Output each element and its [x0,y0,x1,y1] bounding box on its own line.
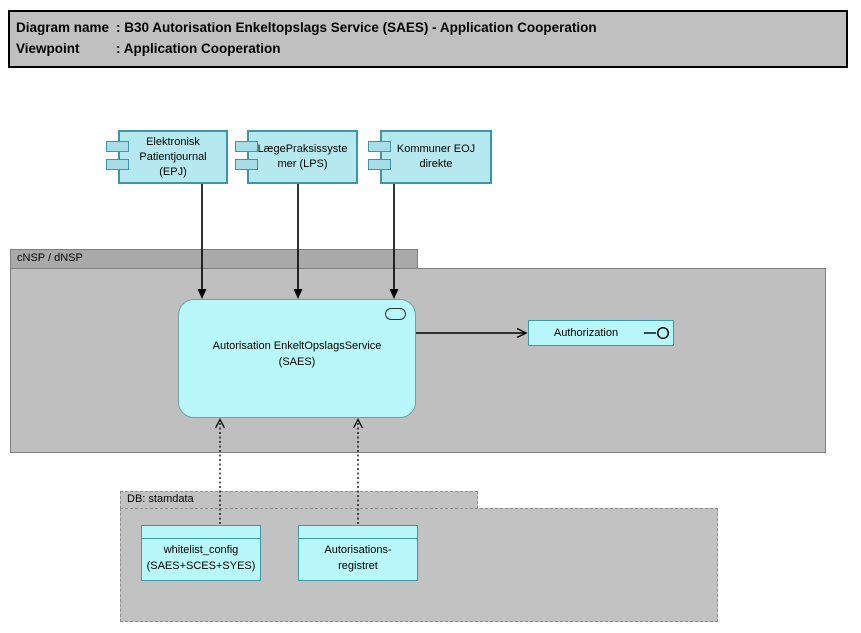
group-cnsp-dnsp-body [10,268,826,453]
interface-lollipop-icon [644,326,670,340]
data-object-whitelist-config: whitelist_config (SAES+SCES+SYES) [141,525,261,581]
app-component-lps-label: LægePraksissyste mer (LPS) [257,143,348,170]
service-icon [385,308,406,320]
viewpoint-label: Viewpoint [16,41,80,56]
component-icon [235,141,258,152]
interface-authorization: Authorization [528,320,674,346]
data-object-header [142,526,260,539]
data-object-header [299,526,417,539]
title-label: Diagram name [16,20,110,35]
title-block: Diagram name : B30 Autorisation Enkeltops… [8,10,848,68]
component-icon [106,141,129,152]
app-component-kommuner-eoj-label: Kommuner EOJ direkte [396,143,476,170]
app-component-epj: Elektronisk Patientjournal (EPJ) [106,130,228,184]
app-service-saes: Autorisation EnkeltOpslagsService (SAES) [178,299,416,418]
group-db-stamdata-tab: DB: stamdata [120,491,478,509]
component-icon [368,141,391,152]
title-row-diagram-name: Diagram name : B30 Autorisation Enkeltops… [16,17,838,38]
data-object-autorisationsregistret-label: Autorisations- registret [324,544,392,572]
app-component-kommuner-eoj: Kommuner EOJ direkte [368,130,492,184]
component-icon [368,159,391,170]
group-db-stamdata-label: DB: stamdata [127,493,194,505]
group-cnsp-dnsp-tab: cNSP / dNSP [10,249,418,269]
data-object-autorisationsregistret: Autorisations- registret [298,525,418,581]
interface-authorization-label: Authorization [553,327,619,339]
app-service-saes-label: Autorisation EnkeltOpslagsService (SAES) [212,340,382,368]
title-value: : B30 Autorisation Enkeltopslags Service… [116,20,597,35]
component-icon [106,159,129,170]
component-icon [235,159,258,170]
app-component-epj-label: Elektronisk Patientjournal (EPJ) [139,135,207,178]
data-object-whitelist-config-label: whitelist_config (SAES+SCES+SYES) [146,544,256,572]
viewpoint-value: : Application Cooperation [116,41,281,56]
app-component-lps: LægePraksissyste mer (LPS) [235,130,358,184]
title-row-viewpoint: Viewpoint : Application Cooperation [16,38,838,59]
group-cnsp-dnsp-label: cNSP / dNSP [17,252,83,264]
